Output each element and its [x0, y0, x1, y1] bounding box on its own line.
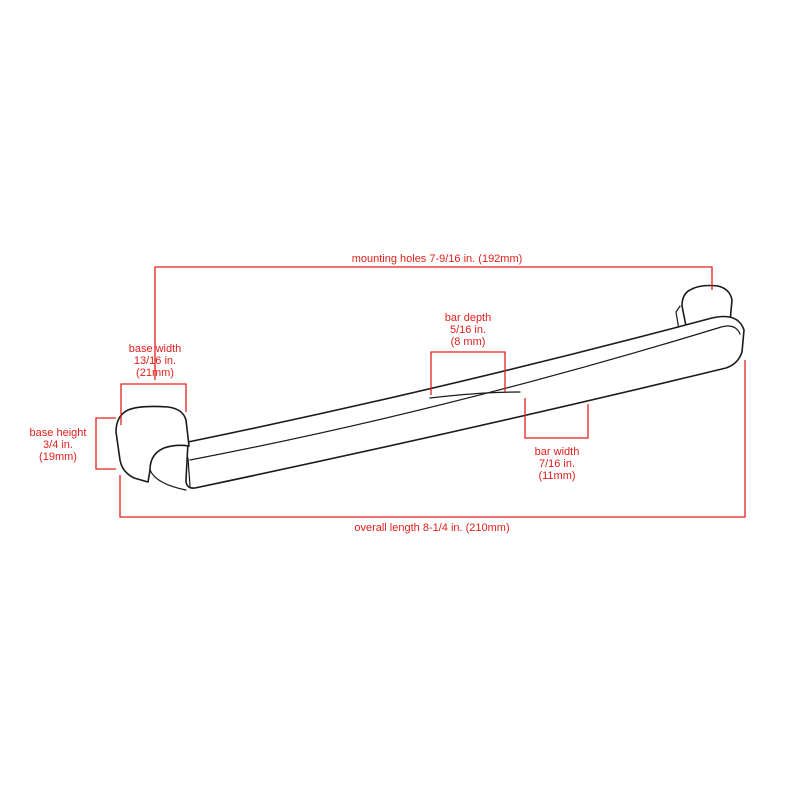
overall-length-label: overall length 8-1/4 in. (210mm) [354, 522, 509, 534]
bar-width-mm: (11mm) [538, 470, 575, 482]
left-base-neck [149, 469, 187, 491]
base-height-title: base height [30, 427, 87, 439]
base-width-inches: 13/16 in. [134, 355, 176, 367]
mounting-holes-label: mounting holes 7-9/16 in. (192mm) [352, 253, 523, 265]
bar-width-inches: 7/16 in. [539, 458, 575, 470]
mounting-holes-dimension-line [154, 266, 713, 380]
base-width-title: base width [129, 343, 182, 355]
bar-face-shade [429, 391, 521, 399]
bar-depth-inches: 5/16 in. [450, 324, 486, 336]
left-base [115, 405, 190, 483]
base-height-mm: (19mm) [39, 451, 77, 463]
bar-width-dimension-line [524, 398, 589, 439]
overall-length-dimension-line [119, 360, 746, 518]
base-height-inches: 3/4 in. [43, 439, 73, 451]
dimension-lines [95, 266, 746, 518]
bar-depth-mm: (8 mm) [451, 336, 486, 348]
cabinet-pull-handle [115, 284, 745, 491]
bar-depth-dimension-line [430, 351, 506, 395]
bar-top-edge [189, 325, 741, 461]
base-width-mm: (21mm) [136, 367, 174, 379]
bar-body [185, 315, 745, 489]
base-height-dimension-line [95, 417, 116, 470]
bar-width-title: bar width [535, 446, 580, 458]
base-width-dimension-line [120, 383, 187, 425]
bar-depth-title: bar depth [445, 312, 491, 324]
left-base-edge [187, 457, 191, 487]
dimension-labels: mounting holes 7-9/16 in. (192mm) bar de… [30, 253, 580, 534]
